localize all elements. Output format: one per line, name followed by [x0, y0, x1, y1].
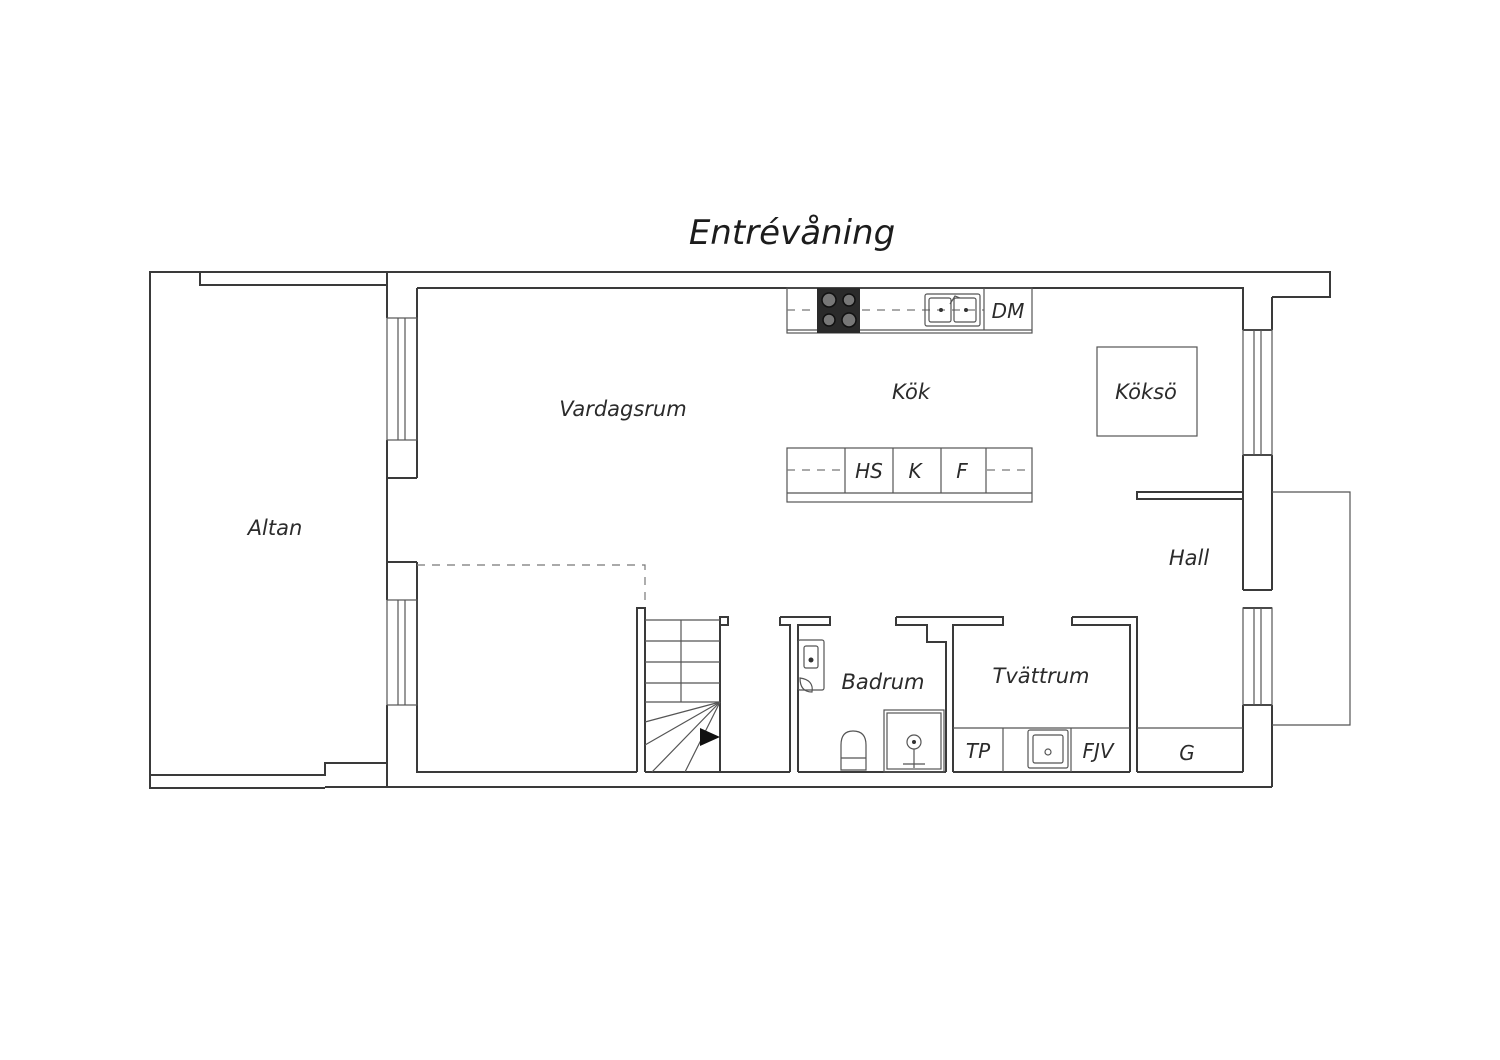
room-label-badrum: Badrum — [841, 670, 924, 694]
room-label-tvattrum: Tvättrum — [993, 664, 1090, 688]
sink-icon — [924, 293, 981, 327]
freezer-label: F — [956, 459, 968, 483]
district-heating-label: FJV — [1082, 739, 1114, 763]
wardrobe-label: G — [1179, 741, 1195, 765]
plan-title: Entrévåning — [689, 213, 895, 253]
stove-icon — [817, 288, 860, 333]
drying-cabinet-label: TP — [966, 739, 991, 763]
room-label-hall: Hall — [1169, 546, 1209, 570]
room-label-kokso: Köksö — [1115, 380, 1177, 404]
room-label-altan: Altan — [246, 516, 303, 540]
hall-partition — [1136, 491, 1244, 500]
kitchen-appliance-row — [786, 447, 1033, 503]
dishwasher-label: DM — [992, 299, 1025, 323]
stairs-arrow-icon — [700, 728, 720, 746]
kitchen-island — [1096, 346, 1198, 437]
washbasin-icon — [797, 639, 825, 693]
entrance-porch — [1272, 491, 1351, 726]
toilet-icon — [840, 730, 867, 771]
sink-icon — [1027, 729, 1069, 769]
exterior-walls — [325, 271, 1331, 788]
room-label-kok: Kök — [892, 380, 931, 404]
windows — [386, 317, 1273, 706]
stair-void-outline — [417, 564, 646, 608]
fridge-label: K — [908, 459, 923, 483]
room-label-vardagsrum: Vardagsrum — [559, 397, 686, 421]
shower-icon — [883, 709, 945, 773]
staircase — [636, 607, 729, 773]
tall-cabinet-label: HS — [855, 459, 883, 483]
laundry-walls — [953, 616, 1243, 772]
